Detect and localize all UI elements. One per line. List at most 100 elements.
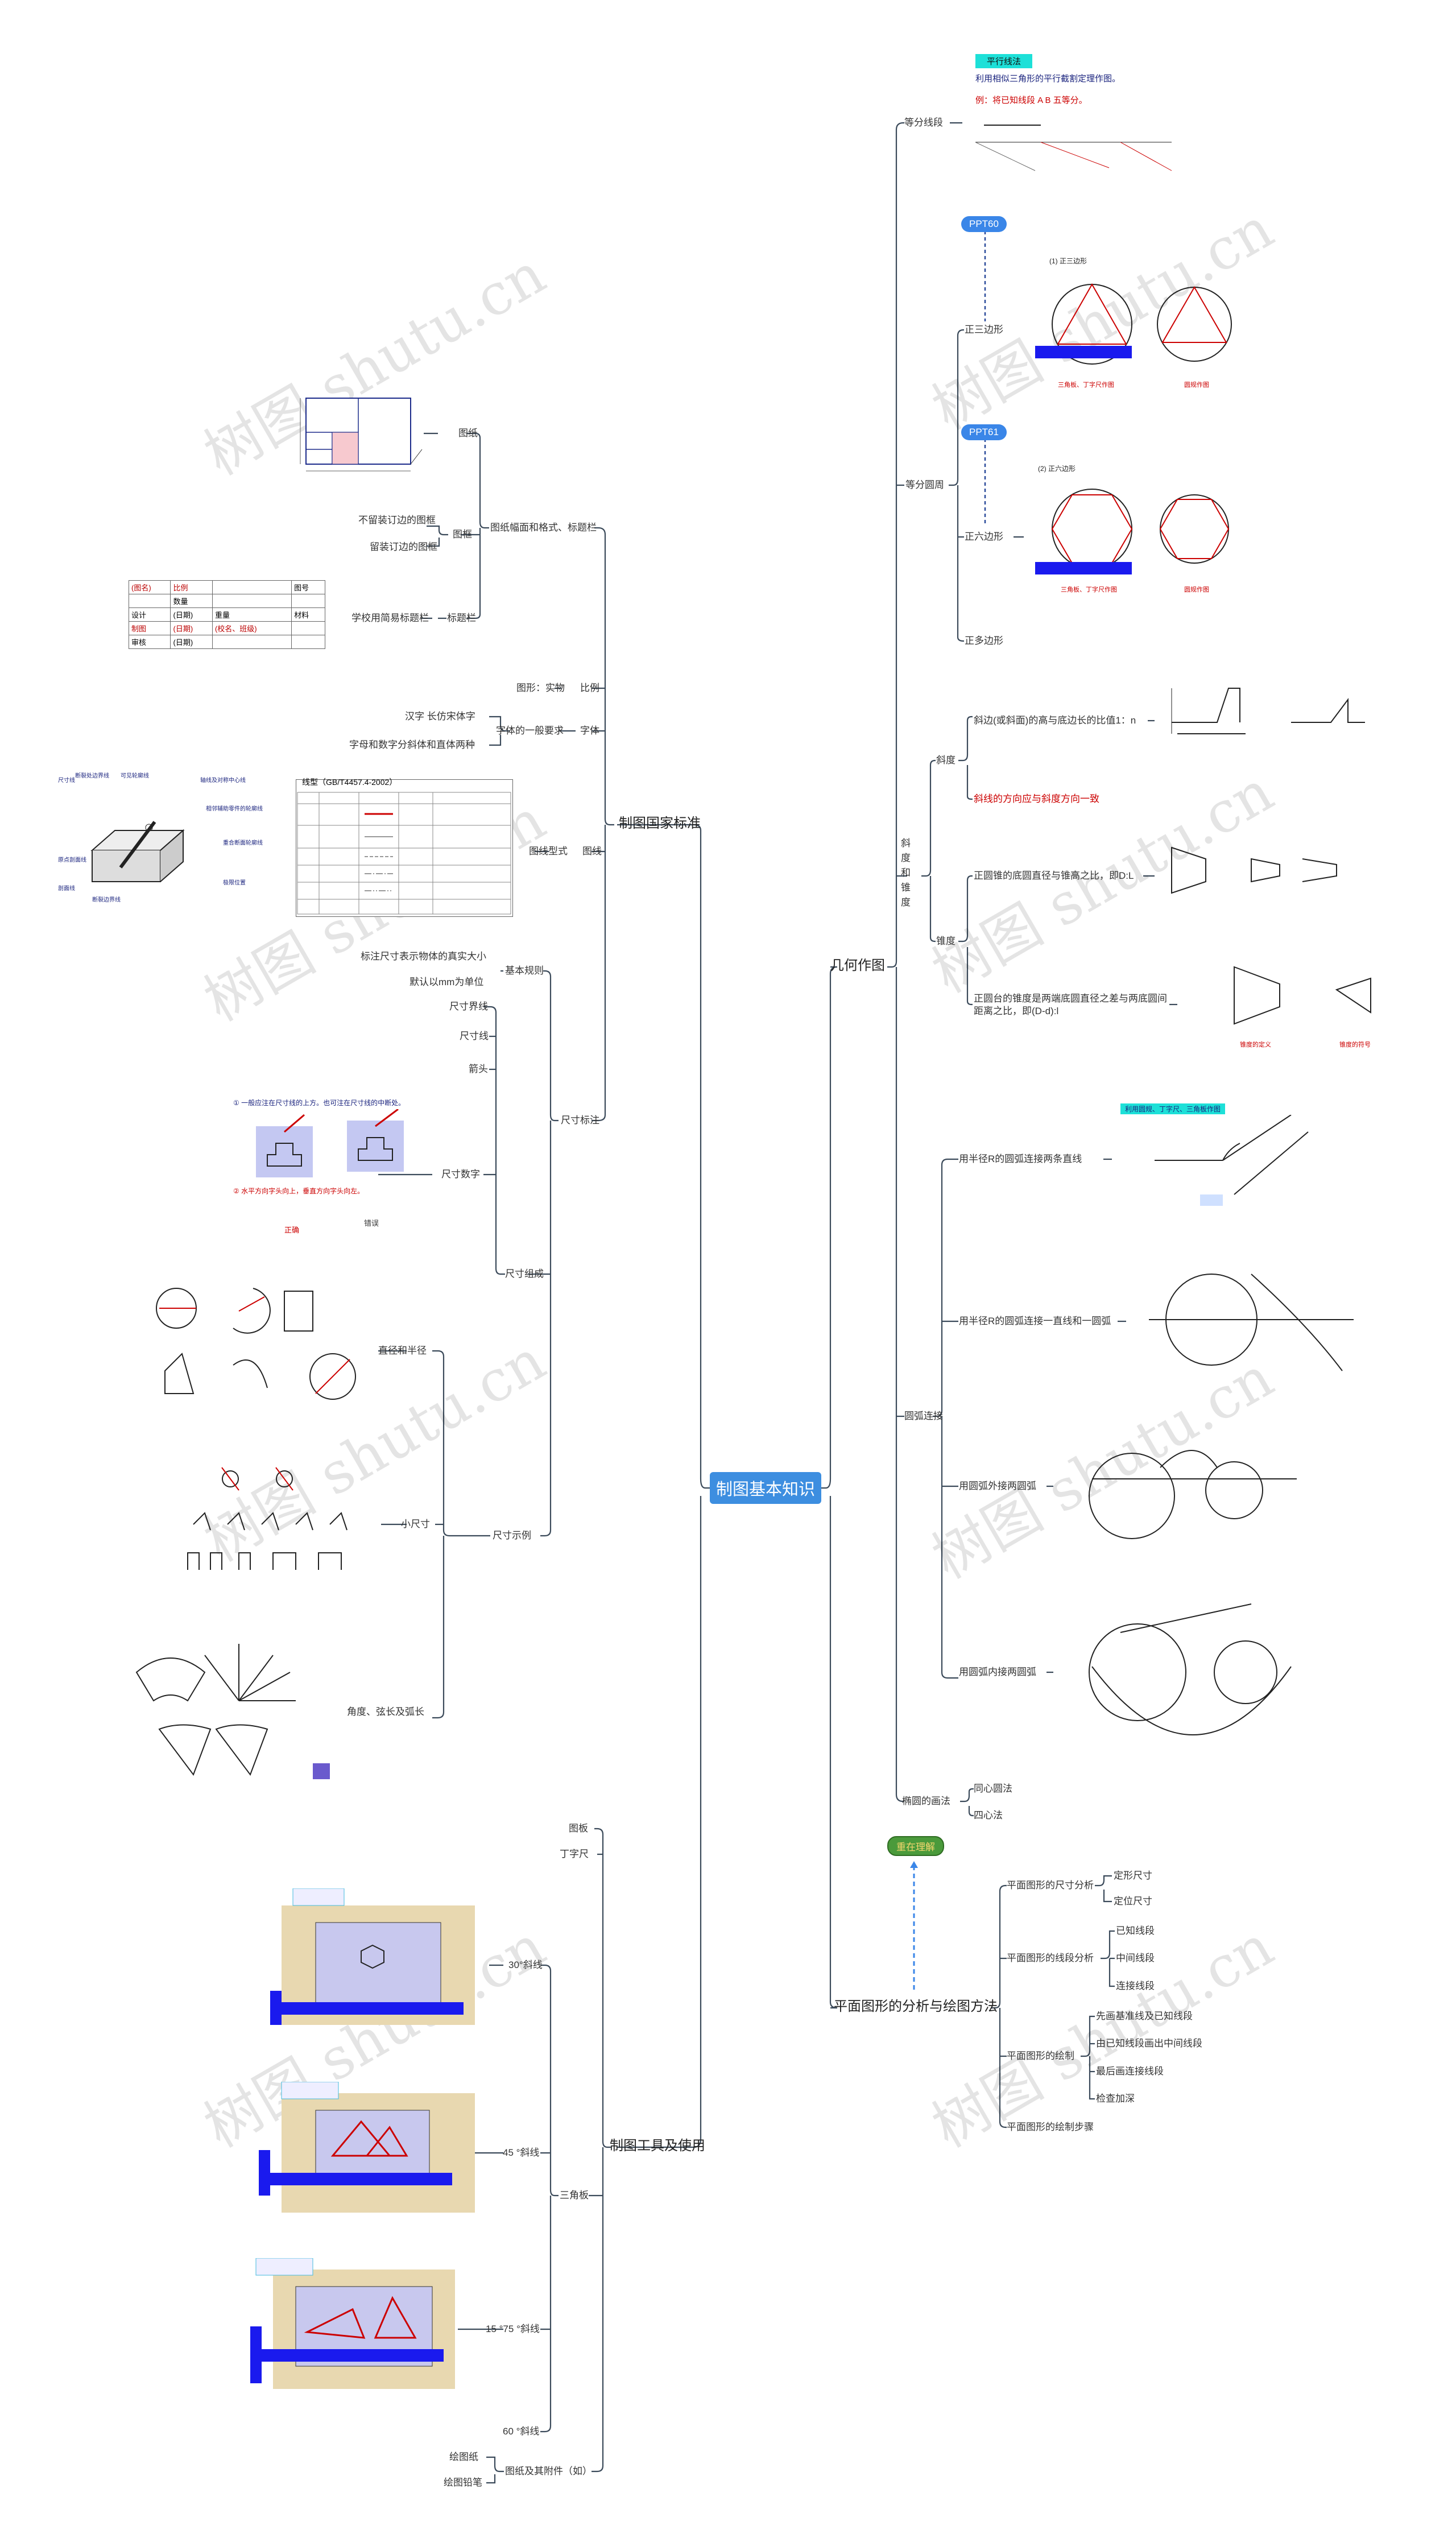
node-30[interactable]: 30°斜线 bbox=[508, 1960, 543, 1970]
node-triangle[interactable]: 三角板 bbox=[560, 2190, 589, 2201]
node-45[interactable]: 45 °斜线 bbox=[503, 2147, 540, 2158]
node-line[interactable]: 图线 bbox=[582, 846, 602, 857]
node-draw-2[interactable]: 由已知线段画出中间线段 bbox=[1096, 2038, 1202, 2049]
node-seg-3[interactable]: 连接线段 bbox=[1116, 1981, 1155, 1991]
node-font[interactable]: 字体 bbox=[580, 725, 599, 736]
node-title-block[interactable]: 标题栏 bbox=[447, 613, 476, 623]
dim-text-figure: ① 一般应注在尺寸线的上方。也可注在尺寸线的中断处。 ② 水平方向字头向上，垂直… bbox=[228, 1098, 432, 1237]
node-equal-line[interactable]: 等分线段 bbox=[904, 117, 943, 128]
tri-sub1: 三角板、丁字尺作图 bbox=[1058, 382, 1114, 388]
tsquare-45-figure bbox=[259, 2082, 475, 2213]
node-ellipse[interactable]: 椭圆的画法 bbox=[902, 1796, 950, 1807]
cell: (日期) bbox=[170, 635, 213, 649]
node-size-2[interactable]: 定位尺寸 bbox=[1114, 1896, 1152, 1907]
node-60[interactable]: 60 °斜线 bbox=[503, 2426, 540, 2437]
node-scale-item[interactable]: 图形：实物 bbox=[516, 683, 565, 693]
node-seg-2[interactable]: 中间线段 bbox=[1116, 1953, 1155, 1963]
node-taper[interactable]: 锥度 bbox=[936, 936, 956, 946]
node-arc-3[interactable]: 用圆弧外接两圆弧 bbox=[959, 1481, 1036, 1491]
root-node[interactable]: 制图基本知识 bbox=[710, 1472, 821, 1504]
node-slope-2[interactable]: 斜线的方向应与斜度方向一致 bbox=[974, 793, 1099, 804]
node-seg-1[interactable]: 已知线段 bbox=[1116, 1925, 1155, 1936]
node-tsquare[interactable]: 丁字尺 bbox=[560, 1849, 589, 1859]
node-frame-nobind[interactable]: 不留装订边的图框 bbox=[358, 515, 436, 526]
slope-figure bbox=[1171, 688, 1365, 734]
node-draw-3[interactable]: 最后画连接线段 bbox=[1096, 2066, 1164, 2077]
node-taper-1[interactable]: 正圆锥的底圆直径与锥高之比，即D:L bbox=[974, 870, 1134, 881]
node-plane-seg[interactable]: 平面图形的线段分析 bbox=[1007, 1953, 1094, 1963]
node-sheet[interactable]: 图纸幅面和格式、标题栏 bbox=[490, 522, 597, 533]
node-line-sub[interactable]: 图线型式 bbox=[529, 846, 568, 857]
cell: 重量 bbox=[212, 607, 292, 622]
node-accessory[interactable]: 图纸及其附件（如） bbox=[505, 2466, 592, 2477]
node-ellipse-2[interactable]: 四心法 bbox=[974, 1810, 1003, 1821]
understand-tag[interactable]: 重在理解 bbox=[887, 1836, 944, 1856]
node-scale[interactable]: 比例 bbox=[580, 683, 599, 693]
cell bbox=[291, 594, 325, 608]
node-tools[interactable]: 制图工具及使用 bbox=[610, 2138, 705, 2153]
node-plane-size[interactable]: 平面图形的尺寸分析 bbox=[1007, 1880, 1094, 1891]
node-dim-small[interactable]: 小尺寸 bbox=[401, 1519, 430, 1530]
node-slope-1[interactable]: 斜边(或斜面)的高与底边长的比值1：n bbox=[974, 715, 1136, 726]
node-frame[interactable]: 图框 bbox=[453, 529, 472, 540]
node-drawing-paper[interactable]: 绘图纸 bbox=[449, 2452, 478, 2462]
node-taper-2[interactable]: 正圆台的锥度是两端底圆直径之差与两底圆间距离之比，即(D-d):l bbox=[974, 993, 1167, 1016]
node-draw-4[interactable]: 检查加深 bbox=[1096, 2093, 1135, 2104]
node-dim-c2[interactable]: 尺寸线 bbox=[460, 1031, 489, 1041]
node-arc-1[interactable]: 用半径R的圆弧连接两条直线 bbox=[959, 1154, 1082, 1164]
node-font-letter[interactable]: 字母和数字分斜体和直体两种 bbox=[349, 739, 475, 750]
cell: 数量 bbox=[170, 594, 213, 608]
tri-sub2: 圆规作图 bbox=[1184, 382, 1209, 388]
cell: 比例 bbox=[170, 580, 213, 594]
ppt61-link[interactable]: PPT61 bbox=[961, 424, 1007, 440]
node-arc[interactable]: 圆弧连接 bbox=[904, 1411, 943, 1421]
node-dim-c4[interactable]: 尺寸数字 bbox=[441, 1169, 480, 1180]
arc-tag: 利用圆规、丁字尺、三角板作图 bbox=[1120, 1103, 1226, 1114]
node-dim-basic-1[interactable]: 标注尺寸表示物体的真实大小 bbox=[361, 951, 486, 962]
node-font-sub[interactable]: 字体的一般要求 bbox=[496, 725, 564, 736]
node-plane[interactable]: 平面图形的分析与绘图方法 bbox=[834, 1999, 998, 2014]
node-hex[interactable]: 正六边形 bbox=[965, 531, 1003, 542]
node-dim-dia[interactable]: 直径和半径 bbox=[378, 1345, 427, 1356]
node-geometry[interactable]: 几何作图 bbox=[830, 958, 885, 973]
node-draw-1[interactable]: 先画基准线及已知线段 bbox=[1096, 2011, 1193, 2022]
node-dim-c1[interactable]: 尺寸界线 bbox=[449, 1001, 488, 1012]
hex-sub2: 圆规作图 bbox=[1184, 586, 1209, 593]
node-dim-compose[interactable]: 尺寸组成 bbox=[505, 1268, 544, 1279]
dim-note-1: ① 一般应注在尺寸线的上方。也可注在尺寸线的中断处。 bbox=[233, 1099, 406, 1107]
cell: 审核 bbox=[128, 635, 171, 649]
node-equal-circle[interactable]: 等分圆周 bbox=[905, 479, 944, 490]
node-standards[interactable]: 制图国家标准 bbox=[619, 816, 701, 831]
taper-def-drawing bbox=[1234, 966, 1371, 1025]
node-school-title[interactable]: 学校用简易标题栏 bbox=[351, 613, 429, 623]
node-arc-2[interactable]: 用半径R的圆弧连接一直线和一圆弧 bbox=[959, 1316, 1111, 1326]
node-1575[interactable]: 15 °75 °斜线 bbox=[486, 2324, 540, 2334]
node-dim-example[interactable]: 尺寸示例 bbox=[493, 1530, 531, 1541]
node-dim[interactable]: 尺寸标注 bbox=[561, 1115, 599, 1126]
svg-text:断裂边界线: 断裂边界线 bbox=[92, 896, 121, 903]
small-dim-figure bbox=[187, 1467, 348, 1570]
svg-text:断裂处边界线: 断裂处边界线 bbox=[75, 772, 109, 779]
node-plane-draw[interactable]: 平面图形的绘制 bbox=[1007, 2051, 1074, 2061]
node-arc-4[interactable]: 用圆弧内接两圆弧 bbox=[959, 1667, 1036, 1677]
equal-line-drawing bbox=[975, 125, 1172, 171]
node-size-1[interactable]: 定形尺寸 bbox=[1114, 1870, 1152, 1881]
node-dim-c3[interactable]: 箭头 bbox=[469, 1064, 488, 1074]
node-plane-steps[interactable]: 平面图形的绘制步骤 bbox=[1007, 2122, 1094, 2132]
node-slope[interactable]: 斜度 bbox=[936, 755, 956, 766]
node-dim-basic[interactable]: 基本规则 bbox=[505, 965, 544, 976]
node-pencil[interactable]: 绘图铅笔 bbox=[444, 2477, 482, 2488]
node-font-hanzi[interactable]: 汉字 长仿宋体字 bbox=[405, 711, 475, 722]
node-dim-angle[interactable]: 角度、弦长及弧长 bbox=[347, 1706, 424, 1717]
cell: 制图 bbox=[128, 621, 171, 635]
node-paper[interactable]: 图纸 bbox=[458, 428, 478, 439]
node-frame-bind[interactable]: 留装订边的图框 bbox=[370, 541, 437, 552]
node-slope-taper[interactable]: 斜度和锥度 bbox=[901, 838, 911, 908]
node-poly[interactable]: 正多边形 bbox=[965, 635, 1003, 646]
node-board[interactable]: 图板 bbox=[569, 1823, 588, 1834]
ppt60-link[interactable]: PPT60 bbox=[961, 216, 1007, 232]
node-ellipse-1[interactable]: 同心圆法 bbox=[974, 1783, 1012, 1794]
node-dim-basic-2[interactable]: 默认以mm为单位 bbox=[410, 977, 484, 987]
cell bbox=[291, 621, 325, 635]
node-tri[interactable]: 正三边形 bbox=[965, 324, 1003, 335]
